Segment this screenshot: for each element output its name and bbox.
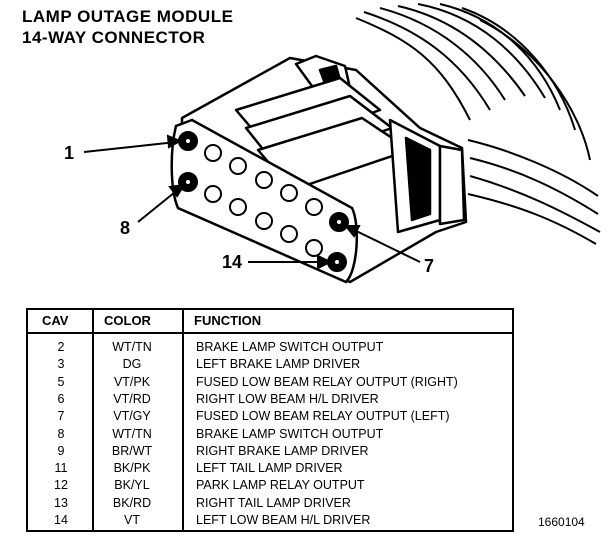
table-row: 7 VT/GY FUSED LOW BEAM RELAY OUTPUT (LEFT) <box>28 409 512 426</box>
cav-cell: 12 <box>54 478 68 493</box>
cavity-2 <box>204 144 222 162</box>
diagram-title: LAMP OUTAGE MODULE 14-WAY CONNECTOR <box>22 6 233 48</box>
function-cell: LEFT TAIL LAMP DRIVER <box>196 461 343 476</box>
table-row: 12 BK/YL PARK LAMP RELAY OUTPUT <box>28 478 512 495</box>
leader-7 <box>349 227 421 263</box>
cav-cell: 6 <box>57 391 65 406</box>
function-cell: LEFT LOW BEAM H/L DRIVER <box>196 513 371 527</box>
color-cell: WT/TN <box>112 340 152 354</box>
cavity-4 <box>255 171 273 189</box>
color-cell: VT <box>124 513 140 527</box>
callout-14: 14 <box>222 252 243 272</box>
table-row: 14 VT LEFT LOW BEAM H/L DRIVER <box>28 513 512 530</box>
color-cell: DG <box>122 357 142 372</box>
cavity-3 <box>229 157 247 175</box>
callout-8: 8 <box>120 218 131 238</box>
color-cell: BK/PK <box>113 461 151 476</box>
color-cell: VT/PK <box>113 374 151 389</box>
cavity-6 <box>305 198 323 216</box>
cavity-12 <box>280 225 298 243</box>
column-divider <box>92 310 94 530</box>
title-line-2: 14-WAY CONNECTOR <box>22 28 206 47</box>
color-cell: VT/GY <box>113 409 151 424</box>
callout-1: 1 <box>64 143 75 163</box>
cav-cell: 11 <box>54 461 68 476</box>
function-cell: BRAKE LAMP SWITCH OUTPUT <box>196 426 384 441</box>
table-row: 8 WT/TN BRAKE LAMP SWITCH OUTPUT <box>28 427 512 444</box>
cav-cell: 8 <box>57 426 65 441</box>
function-cell: RIGHT LOW BEAM H/L DRIVER <box>196 391 379 406</box>
cavity-5 <box>280 184 298 202</box>
header-function: FUNCTION <box>194 313 262 328</box>
table-header: CAV COLOR FUNCTION <box>28 310 512 334</box>
color-cell: WT/TN <box>112 426 152 441</box>
column-divider <box>182 310 184 530</box>
cav-cell: 7 <box>57 409 65 424</box>
function-cell: RIGHT TAIL LAMP DRIVER <box>196 495 351 510</box>
cavity-11 <box>255 212 273 230</box>
table-row: 9 BR/WT RIGHT BRAKE LAMP DRIVER <box>28 444 512 461</box>
leader-1 <box>83 141 177 153</box>
color-cell: BK/YL <box>114 478 150 493</box>
figure-id: 1660104 <box>538 515 585 529</box>
cavity-pins <box>178 131 349 272</box>
function-cell: RIGHT BRAKE LAMP DRIVER <box>196 443 369 458</box>
cavity-9 <box>204 185 222 203</box>
cavity-13 <box>305 239 323 257</box>
function-cell: FUSED LOW BEAM RELAY OUTPUT (RIGHT) <box>196 374 458 389</box>
header-cav: CAV <box>42 313 69 328</box>
cav-cell: 9 <box>57 443 65 458</box>
cav-cell: 3 <box>57 357 65 372</box>
table-row: 3 DG LEFT BRAKE LAMP DRIVER <box>28 357 512 374</box>
table-row: 11 BK/PK LEFT TAIL LAMP DRIVER <box>28 461 512 478</box>
leader-8 <box>137 187 181 223</box>
table-row: 5 VT/PK FUSED LOW BEAM RELAY OUTPUT (RIGHT… <box>28 375 512 392</box>
callout-7: 7 <box>424 256 435 276</box>
table-row: 2 WT/TN BRAKE LAMP SWITCH OUTPUT <box>28 340 512 357</box>
cav-cell: 2 <box>57 340 65 354</box>
cavity-10 <box>229 198 247 216</box>
table-row: 13 BK/RD RIGHT TAIL LAMP DRIVER <box>28 496 512 513</box>
table-row: 6 VT/RD RIGHT LOW BEAM H/L DRIVER <box>28 392 512 409</box>
color-cell: BK/RD <box>112 495 152 510</box>
connector-drawing <box>83 3 601 284</box>
function-cell: PARK LAMP RELAY OUTPUT <box>196 478 365 493</box>
leader-lines <box>83 134 421 270</box>
cav-cell: 5 <box>57 374 65 389</box>
function-cell: BRAKE LAMP SWITCH OUTPUT <box>196 340 384 354</box>
color-cell: VT/RD <box>113 391 151 406</box>
function-cell: LEFT BRAKE LAMP DRIVER <box>196 357 361 372</box>
cav-cell: 13 <box>54 495 68 510</box>
header-color: COLOR <box>104 313 151 328</box>
cav-cell: 14 <box>54 513 68 527</box>
wire-bundle <box>355 3 601 245</box>
color-cell: BR/WT <box>111 443 153 458</box>
title-line-1: LAMP OUTAGE MODULE <box>22 7 234 26</box>
function-cell: FUSED LOW BEAM RELAY OUTPUT (LEFT) <box>196 409 450 424</box>
